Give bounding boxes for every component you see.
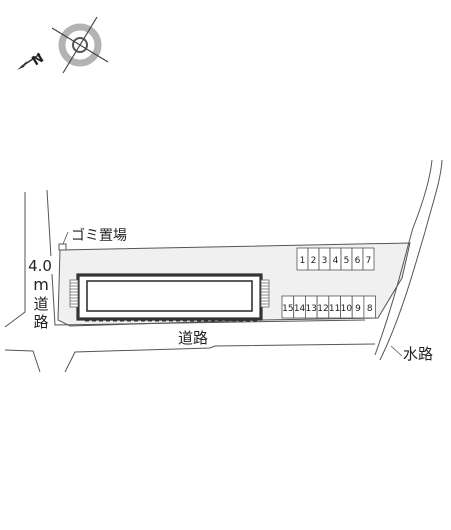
parking-number: 9 [355,304,361,314]
parking-number: 11 [329,304,340,314]
parking-number: 4 [333,256,339,266]
stair-west-box [69,279,79,308]
road-lines [4,189,376,373]
parking-space [362,247,375,271]
compass-north-letter: N [30,51,47,69]
west-road-label-bg-2 [32,276,50,332]
compass-needle-cross [62,16,98,74]
parking-number: 15 [282,304,293,314]
parking-number: 8 [367,304,373,314]
parking-number: 3 [322,256,328,266]
west-road-label-bg [26,256,54,274]
building-inner [86,280,253,312]
west-road-edge-left [4,192,26,328]
parking-south-row: 15 14 13 12 11 10 9 8 [281,295,376,319]
parking-space [363,295,376,319]
parking-number: 13 [306,304,317,314]
compass-icon: N [17,16,109,74]
west-road-unit: m [33,275,49,294]
waterway-bank-east [379,159,443,361]
parking-number: 1 [300,256,306,266]
stair-east-box [260,279,270,308]
parking-number: 12 [317,304,328,314]
parking-number: 14 [294,304,306,314]
parking-number: 5 [344,256,350,266]
west-road-width: 4.0 [28,257,52,275]
compass-center [72,37,88,53]
waterway [374,159,443,361]
waterway-bank-west [374,159,433,356]
waterway-leader [390,345,403,357]
building [76,273,263,322]
stair-east [260,279,270,308]
garbage-area-label: ゴミ置場 [71,227,127,244]
garbage-leader [62,231,69,245]
parking-number: 10 [341,304,353,314]
west-road-char: 道 [33,295,48,313]
west-road-char: 路 [33,313,48,331]
parking-number: 7 [366,256,372,266]
compass-arrow-head [17,61,27,70]
south-road-edge-west [4,349,41,373]
garbage-area-marker [58,243,67,251]
south-road-label: 道路 [178,329,208,347]
parking-number: 6 [355,256,361,266]
south-road-edge-east [64,343,376,373]
parking-north-row: 1 2 3 4 5 6 7 [296,247,375,271]
compass-ring [58,23,102,67]
west-road-edge-right [46,189,366,326]
stair-west [69,279,79,308]
waterway-label: 水路 [403,345,433,363]
parking-number: 2 [311,256,317,266]
